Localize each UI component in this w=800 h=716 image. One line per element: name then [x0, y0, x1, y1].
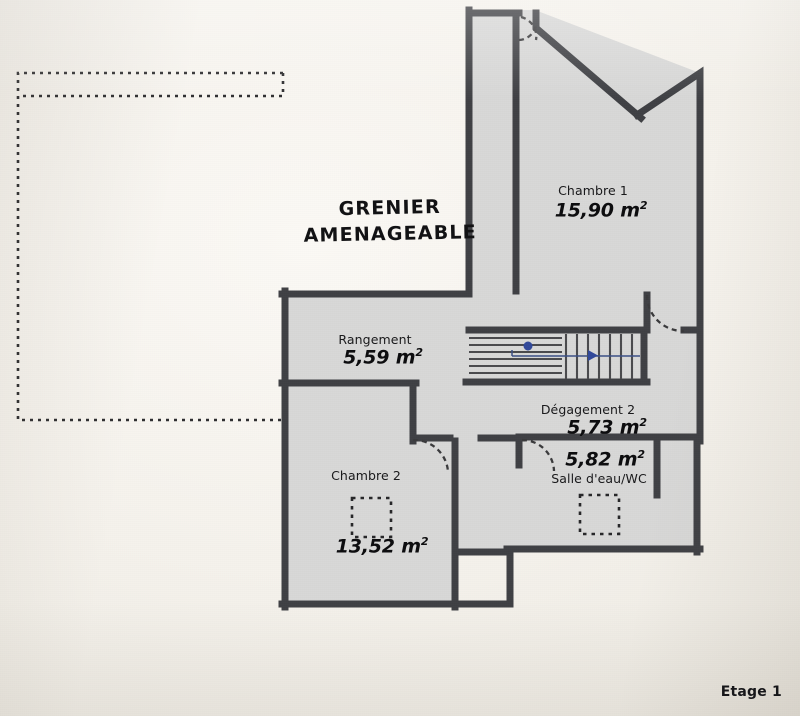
- grenier-dashed-outline: [16, 71, 283, 422]
- stair-arrow-right-icon: [588, 350, 598, 361]
- room-area-exponent-salledeau: 2: [637, 448, 645, 461]
- room-area-exponent-chambre1: 2: [639, 199, 648, 212]
- floor-fill-shaft: [466, 10, 519, 300]
- room-area-value-salledeau: 5,82 m: [565, 448, 638, 471]
- room-area-value-rangement: 5,59 m: [343, 346, 416, 369]
- room-area-salledeau: 5,82 m2: [565, 448, 645, 470]
- grenier-label-line1: GRENIER: [338, 195, 442, 221]
- room-area-rangement: 5,59 m2: [343, 346, 423, 368]
- door-arc-chambre1: [645, 294, 685, 333]
- grenier-dashed-step: [18, 73, 285, 98]
- door-arc-chambre2: [412, 438, 450, 473]
- staircase: [469, 334, 640, 379]
- room-name-salledeau: Salle d'eau/WC: [551, 471, 647, 486]
- room-name-degagement2: Dégagement 2: [540, 402, 636, 417]
- room-area-value-chambre2: 13,52 m: [335, 535, 421, 558]
- room-name-rangement: Rangement: [338, 332, 412, 347]
- wall-top-right-run: [632, 66, 704, 295]
- room-area-value-degagement2: 5,73 m: [567, 416, 640, 439]
- room-area-degagement2: 5,73 m2: [567, 416, 647, 438]
- room-name-chambre1: Chambre 1: [558, 183, 628, 198]
- wall-group: [278, 6, 704, 611]
- door-arc-top-shaft: [518, 24, 538, 42]
- room-area-exponent-rangement: 2: [415, 346, 423, 359]
- stair-arrow-node-icon: [523, 341, 533, 351]
- room-name-chambre2: Chambre 2: [331, 468, 401, 483]
- wall-lower-protrusion: [451, 548, 514, 608]
- grenier-label: GRENIER AMENAGEABLE: [303, 194, 477, 249]
- room-area-chambre1: 15,90 m2: [555, 199, 648, 221]
- room-area-value-chambre1: 15,90 m: [554, 199, 640, 222]
- stair-treads-left: [469, 336, 562, 375]
- grenier-label-line2: AMENAGEABLE: [303, 220, 478, 247]
- wall-rangement: [278, 287, 473, 445]
- room-area-chambre2: 13,52 m2: [336, 535, 429, 557]
- door-group: [412, 15, 685, 473]
- velux-chambre2-icon: [350, 496, 393, 539]
- door-arc-top-shaft-2: [520, 15, 538, 41]
- room-area-exponent-chambre2: 2: [420, 535, 429, 548]
- velux-salledeau-icon: [578, 493, 621, 536]
- room-area-exponent-degagement2: 2: [639, 416, 647, 429]
- sheet-caption: Etage 1: [720, 684, 782, 700]
- floor-fill-group: [282, 10, 700, 607]
